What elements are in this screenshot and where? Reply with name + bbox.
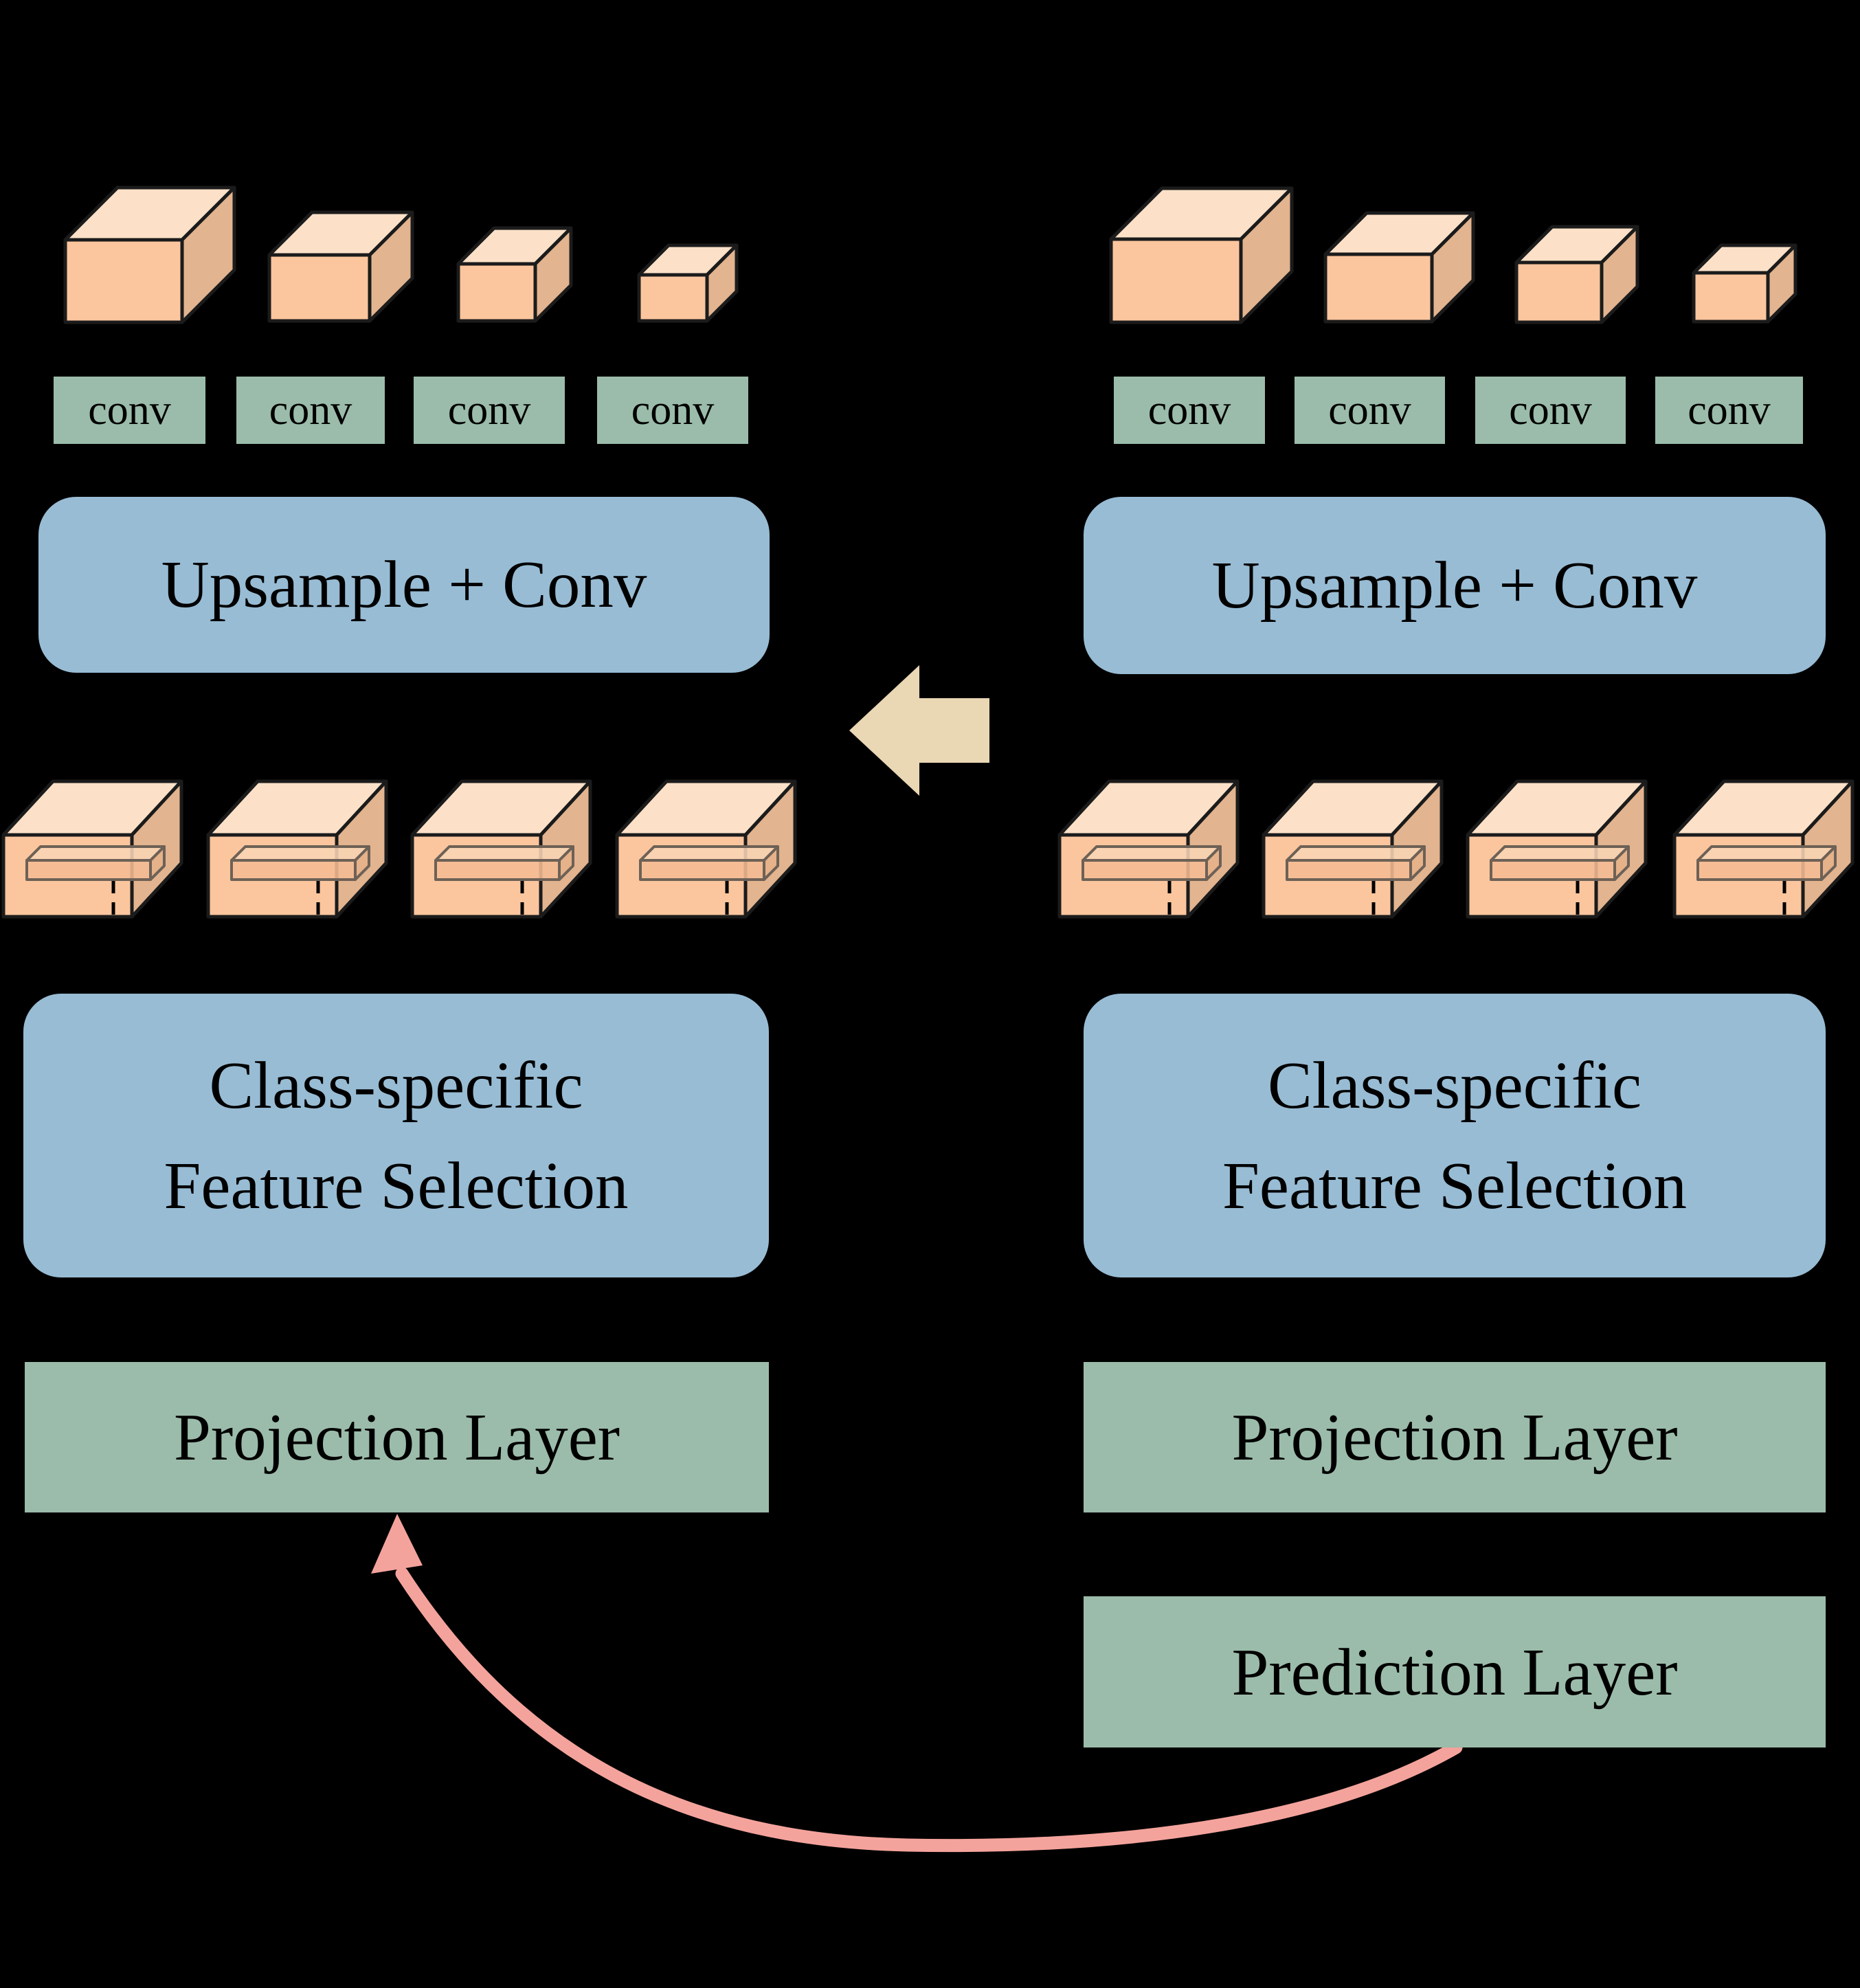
selected-feature-row-right bbox=[1060, 781, 1852, 917]
feature-map-with-selected-slice bbox=[1060, 781, 1237, 917]
conv-block: conv bbox=[1114, 377, 1265, 444]
conv-label: conv bbox=[447, 386, 531, 434]
prediction-layer-block: Prediction Layer bbox=[1084, 1596, 1826, 1747]
feature-pyramid-right bbox=[1109, 186, 1797, 324]
conv-block: conv bbox=[1655, 377, 1803, 444]
feature-map-cube bbox=[1514, 225, 1639, 324]
feature-map-with-selected-slice bbox=[1674, 781, 1852, 917]
feature-selection-label-line1: Class-specific bbox=[1267, 1049, 1642, 1122]
conv-block: conv bbox=[54, 377, 205, 444]
feature-map-with-selected-slice bbox=[208, 781, 386, 917]
feature-selection-label-line2: Feature Selection bbox=[1222, 1148, 1688, 1222]
upsample-conv-label: Upsample + Conv bbox=[161, 548, 647, 622]
feature-map-cube bbox=[63, 186, 236, 324]
upsample-conv-label: Upsample + Conv bbox=[1211, 548, 1698, 623]
class-specific-feature-selection-block: Class-specific Feature Selection bbox=[23, 994, 769, 1277]
conv-label: conv bbox=[1688, 386, 1771, 434]
feature-map-with-selected-slice bbox=[617, 781, 795, 917]
left-block-arrow-icon bbox=[849, 665, 989, 796]
feedback-arrow-icon bbox=[371, 1514, 1463, 1853]
upsample-conv-block: Upsample + Conv bbox=[38, 497, 770, 673]
conv-block: conv bbox=[597, 377, 748, 444]
feature-map-cube bbox=[637, 243, 739, 323]
conv-label: conv bbox=[1328, 386, 1411, 434]
feature-map-cube bbox=[267, 210, 414, 323]
conv-label: conv bbox=[269, 386, 352, 434]
feature-map-with-selected-slice bbox=[1264, 781, 1442, 917]
feature-map-cube bbox=[456, 226, 573, 323]
projection-layer-block: Projection Layer bbox=[25, 1362, 769, 1512]
projection-layer-label: Projection Layer bbox=[173, 1400, 620, 1474]
conv-block: conv bbox=[414, 377, 565, 444]
projection-layer-label: Projection Layer bbox=[1231, 1400, 1678, 1474]
selected-feature-row-left bbox=[3, 781, 795, 917]
class-specific-feature-selection-block: Class-specific Feature Selection bbox=[1084, 994, 1826, 1277]
feature-map-cube bbox=[1692, 243, 1797, 324]
conv-block: conv bbox=[236, 377, 385, 444]
feature-map-with-selected-slice bbox=[3, 781, 181, 917]
prediction-layer-label: Prediction Layer bbox=[1231, 1635, 1678, 1709]
feature-map-cube bbox=[1109, 186, 1294, 324]
feature-map-cube bbox=[1323, 211, 1475, 324]
feature-selection-label-line1: Class-specific bbox=[209, 1049, 583, 1122]
conv-label: conv bbox=[1147, 386, 1231, 434]
conv-block: conv bbox=[1475, 377, 1626, 444]
conv-label: conv bbox=[1509, 386, 1592, 434]
conv-label: conv bbox=[631, 386, 715, 434]
projection-layer-block: Projection Layer bbox=[1084, 1362, 1826, 1512]
conv-block: conv bbox=[1295, 377, 1445, 444]
feature-pyramid-left bbox=[63, 186, 739, 324]
conv-label: conv bbox=[88, 386, 171, 434]
upsample-conv-block: Upsample + Conv bbox=[1084, 497, 1826, 674]
feature-map-with-selected-slice bbox=[412, 781, 590, 917]
feature-map-with-selected-slice bbox=[1468, 781, 1646, 917]
feature-selection-label-line2: Feature Selection bbox=[164, 1148, 629, 1222]
